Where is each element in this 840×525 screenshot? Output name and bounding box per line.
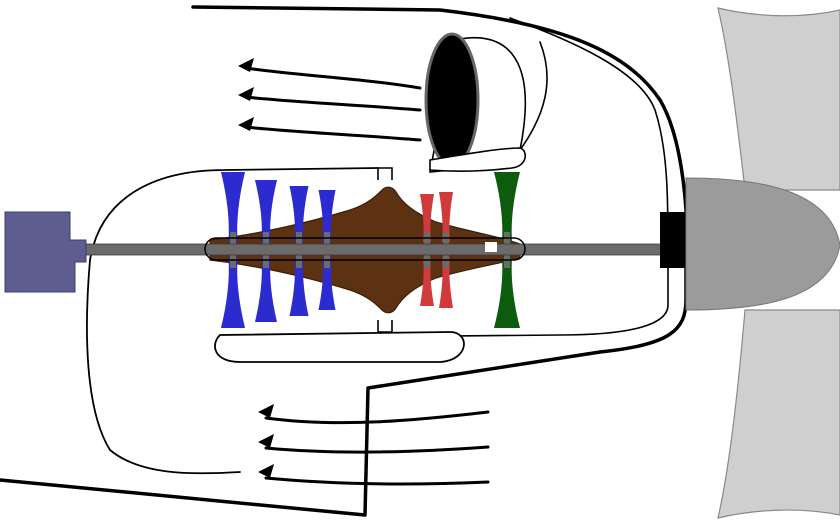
inner-shaft-housing [204,237,526,261]
intake-airflow-arrows [258,404,490,486]
compressor-stage-2-upper [255,180,277,242]
intake-arrow-2 [264,445,490,454]
intake-arrow-1 [264,410,490,425]
nacelle-top-outline [191,5,688,302]
compressor-stage-3-lower [289,258,309,316]
exhaust-outlet [424,32,527,173]
turbine-stage-2-lower [439,258,453,308]
intake-arrow-1-head [258,404,274,418]
exhaust-arrow-1 [244,66,422,90]
compressor-stage-1-upper [221,172,245,242]
intake-arrow-2-head [258,434,274,448]
compressor-stage-3-upper [289,186,309,242]
combustor-bracket-top [377,167,393,180]
propeller-blade-lower [717,309,840,519]
reduction-gearbox [660,212,687,268]
exhaust-arrow-2-head [238,87,254,101]
turbine-stage-1-lower [420,258,434,306]
propeller-blade-upper [717,7,840,191]
exhaust-lip [429,147,527,173]
intake-arrow-3-head [258,464,274,478]
intake-arrow-3 [264,476,490,486]
exhaust-arrow-3-head [238,117,254,131]
compressor-stage-1-lower [221,258,245,328]
shaft-gap [485,242,497,252]
exhaust-opening [424,32,480,168]
propeller-spinner [685,177,840,311]
power-turbine-stage-1-lower [494,258,520,328]
exhaust-arrow-1-head [238,58,254,72]
power-turbine-stage-1-upper [494,172,520,242]
exhaust-arrow-2 [244,95,422,112]
turbine-stage-1-upper [420,194,434,242]
turbine-stage-2-upper [439,192,453,242]
nacelle-inner-contour [244,17,669,339]
propeller [717,7,840,519]
accessory-drive [4,211,87,293]
compressor-stage-4-upper [318,190,336,242]
lower-duct-lip [214,331,465,363]
nacelle-bottom-outline [0,298,688,517]
exhaust-airflow-arrows [238,58,422,142]
intake-duct-outline [86,167,379,475]
nacelle [0,5,688,517]
main-shaft [79,243,666,256]
combustor-bracket-bottom [377,320,393,333]
combustor-brackets [377,167,393,333]
exhaust-arrow-3 [244,125,422,142]
compressor-stage-2-lower [255,258,277,322]
compressor-stage-4-lower [318,258,336,310]
